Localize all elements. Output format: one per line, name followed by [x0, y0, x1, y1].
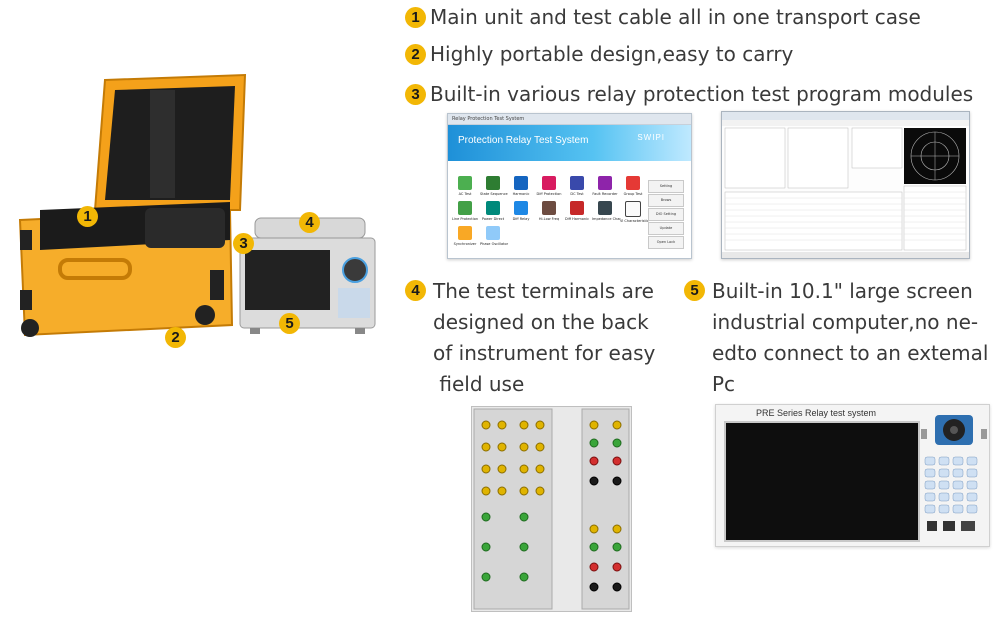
front-screen-photo: PRE Series Relay test system: [715, 404, 990, 547]
photo-badge-5: 5: [279, 313, 300, 334]
side-button-setting[interactable]: Setting: [648, 180, 684, 193]
feature-4-line-2: designed on the back: [433, 310, 649, 334]
module-impedance-char[interactable]: Impedance Char.: [592, 201, 622, 221]
module-line-protection[interactable]: Line Protection: [452, 201, 478, 221]
photo-badge-2: 2: [165, 327, 186, 348]
photo-badge-1: 1: [77, 206, 98, 227]
side-button-update[interactable]: Update: [648, 222, 684, 235]
side-button-brows[interactable]: Brows: [648, 194, 684, 207]
test-module-window: [722, 112, 969, 258]
feature-text-1: Main unit and test cable all in one tran…: [430, 5, 921, 29]
terminal-panel: [473, 408, 630, 610]
software-screenshot-main: Relay Protection Test System Protection …: [447, 113, 692, 259]
module-synchronizer[interactable]: Synchronizer: [452, 226, 478, 246]
feature-5-line-4: Pc: [712, 372, 736, 396]
feature-badge-2: 2: [405, 44, 426, 65]
feature-4: 4 The test terminals are designed on the…: [405, 276, 675, 406]
module-diff-relay[interactable]: Diff Relay: [508, 201, 534, 221]
module-ac-test[interactable]: AC Test: [452, 176, 478, 196]
window-title: Relay Protection Test System: [448, 114, 691, 125]
feature-badge-3: 3: [405, 84, 426, 105]
keypad-panel: [921, 415, 987, 531]
feature-text-3: Built-in various relay protection test p…: [430, 82, 974, 106]
module-fault-recorder[interactable]: Fault Recorder: [592, 176, 618, 196]
feature-badge-5: 5: [684, 280, 705, 301]
module-state-sequence[interactable]: State Sequence: [480, 176, 508, 196]
screen-title: PRE Series Relay test system: [755, 408, 877, 418]
feature-4-line-1: The test terminals are: [433, 279, 654, 303]
module-diff-harmonic[interactable]: Diff Harmonic: [564, 201, 590, 221]
side-button-dio-setting[interactable]: DIO Setting: [648, 208, 684, 221]
brand-logo: SWIPI: [637, 133, 665, 142]
module-harmonic[interactable]: Harmonic: [508, 176, 534, 196]
feature-5-line-2: industrial computer,no ne-: [712, 310, 979, 334]
side-button-open-lock[interactable]: Open Lock: [648, 236, 684, 249]
software-screenshot-test-module: [721, 111, 970, 259]
lcd-screen: [724, 421, 920, 542]
module-group-test[interactable]: Group Test: [620, 176, 646, 196]
software-banner: Protection Relay Test System SWIPI: [448, 125, 691, 161]
module-vi-characteristic[interactable]: Vi Characteristic: [620, 201, 649, 223]
feature-badge-1: 1: [405, 7, 426, 28]
module-dc-test[interactable]: DC Test: [564, 176, 590, 196]
terminal-panel-photo: [471, 406, 632, 612]
feature-4-line-4: field use: [433, 372, 525, 396]
feature-5-line-3: edto connect to an extemal: [712, 341, 989, 365]
module-hi-low-freq[interactable]: Hi-Low Freq: [536, 201, 562, 221]
module-power-direct[interactable]: Power Direct: [480, 201, 506, 221]
product-illustration: [18, 73, 376, 337]
feature-badge-4: 4: [405, 280, 426, 301]
product-photo: [0, 60, 400, 380]
feature-5: 5 Built-in 10.1" large screen industrial…: [684, 276, 994, 406]
photo-badge-4: 4: [299, 212, 320, 233]
feature-4-line-3: of instrument for easy: [433, 341, 656, 365]
photo-badge-3: 3: [233, 233, 254, 254]
module-grid: AC Test State Sequence Harmonic Diff Pro…: [452, 176, 649, 256]
feature-5-line-1: Built-in 10.1" large screen: [712, 279, 973, 303]
feature-text-2: Highly portable design,easy to carry: [430, 42, 794, 66]
module-phase-oscillator[interactable]: Phase Oscillator: [480, 226, 508, 246]
module-diff-protection[interactable]: Diff Protection: [536, 176, 562, 196]
banner-title: Protection Relay Test System: [458, 135, 589, 146]
